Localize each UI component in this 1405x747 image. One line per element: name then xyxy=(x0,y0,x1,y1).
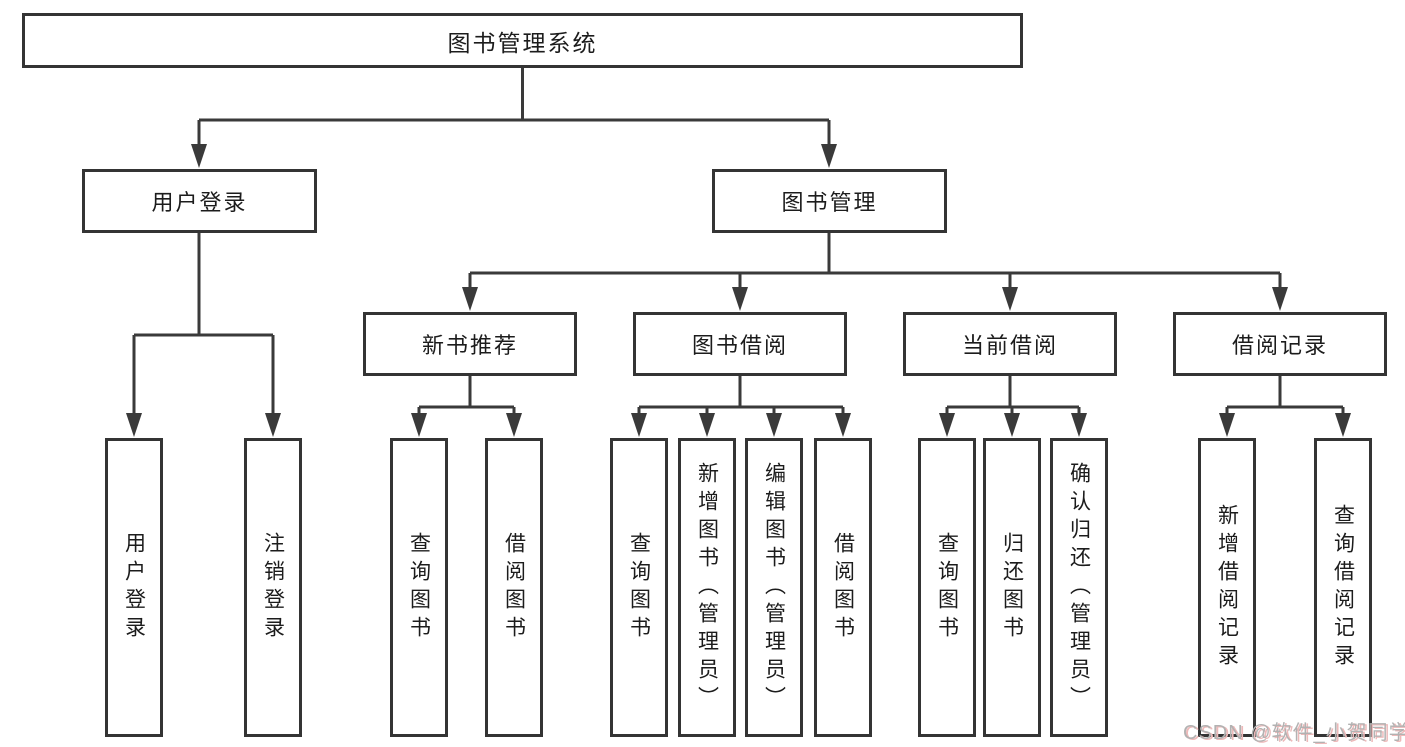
node-borrowing-records: 借阅记录 xyxy=(1173,312,1387,376)
arrowhead-icon xyxy=(699,413,715,437)
leaf-add-books-admin: 新增图书（管理员） xyxy=(678,438,736,737)
leaf-query-books: 查询图书 xyxy=(390,438,448,737)
leaf-borrow-books: 借阅图书 xyxy=(814,438,872,737)
connector-new-books-to-leaves xyxy=(411,376,522,437)
leaf-query-books: 查询图书 xyxy=(610,438,668,737)
arrowhead-icon xyxy=(1004,413,1020,437)
node-label: 归还图书 xyxy=(1000,531,1024,644)
connector-current-to-leaves xyxy=(939,376,1087,437)
node-new-book-recommend: 新书推荐 xyxy=(363,312,577,376)
node-label: 当前借阅 xyxy=(961,333,1058,358)
connector-book-mgmt-to-categories xyxy=(462,233,1288,311)
arrowhead-icon xyxy=(1219,413,1235,437)
connector-user-login-to-leaves xyxy=(126,233,281,437)
arrowhead-icon xyxy=(766,413,782,437)
arrowhead-icon xyxy=(631,413,647,437)
arrowhead-icon xyxy=(821,144,837,168)
connector-borrow-to-leaves xyxy=(631,376,851,437)
connector-records-to-leaves xyxy=(1219,376,1351,437)
arrowhead-icon xyxy=(411,413,427,437)
leaf-add-borrow-record: 新增借阅记录 xyxy=(1198,438,1256,737)
arrowhead-icon xyxy=(506,413,522,437)
arrowhead-icon xyxy=(732,287,748,311)
node-label: 图书借阅 xyxy=(691,333,788,358)
leaf-edit-books-admin: 编辑图书（管理员） xyxy=(745,438,803,737)
node-label: 查询图书 xyxy=(627,531,651,644)
node-root-system: 图书管理系统 xyxy=(22,13,1023,68)
arrowhead-icon xyxy=(835,413,851,437)
leaf-logout: 注销登录 xyxy=(244,438,302,737)
node-label: 新书推荐 xyxy=(421,333,518,358)
csdn-watermark: CSDN @软件_小贺同学 xyxy=(1183,722,1405,744)
node-label: 确认归还（管理员） xyxy=(1067,461,1091,714)
node-label: 借阅图书 xyxy=(831,531,855,644)
node-label: 新增借阅记录 xyxy=(1215,503,1239,672)
node-user-login: 用户登录 xyxy=(82,169,317,233)
node-label: 注销登录 xyxy=(261,531,285,644)
leaf-query-borrow-record: 查询借阅记录 xyxy=(1314,438,1372,737)
node-label: 新增图书（管理员） xyxy=(695,461,719,714)
arrowhead-icon xyxy=(191,144,207,168)
node-book-borrowing: 图书借阅 xyxy=(633,312,847,376)
node-label: 借阅图书 xyxy=(502,531,526,644)
leaf-confirm-return-admin: 确认归还（管理员） xyxy=(1050,438,1108,737)
node-label: 编辑图书（管理员） xyxy=(762,461,786,714)
node-label: 借阅记录 xyxy=(1231,333,1328,358)
leaf-borrow-books: 借阅图书 xyxy=(485,438,543,737)
node-current-borrowing: 当前借阅 xyxy=(903,312,1117,376)
arrowhead-icon xyxy=(1272,287,1288,311)
arrowhead-icon xyxy=(265,413,281,437)
node-label: 图书管理 xyxy=(781,190,878,215)
leaf-return-books: 归还图书 xyxy=(983,438,1041,737)
node-label: 查询图书 xyxy=(407,531,431,644)
arrowhead-icon xyxy=(1071,413,1087,437)
node-label: 图书管理系统 xyxy=(447,29,598,56)
node-label: 用户登录 xyxy=(122,531,146,644)
node-label: 查询图书 xyxy=(935,531,959,644)
node-label: 用户登录 xyxy=(151,190,248,215)
leaf-query-books: 查询图书 xyxy=(918,438,976,737)
arrowhead-icon xyxy=(1335,413,1351,437)
arrowhead-icon xyxy=(462,287,478,311)
node-label: 查询借阅记录 xyxy=(1331,503,1355,672)
arrowhead-icon xyxy=(1002,287,1018,311)
connector-root-to-level2 xyxy=(191,68,837,168)
arrowhead-icon xyxy=(126,413,142,437)
node-book-management: 图书管理 xyxy=(712,169,947,233)
leaf-user-login: 用户登录 xyxy=(105,438,163,737)
arrowhead-icon xyxy=(939,413,955,437)
